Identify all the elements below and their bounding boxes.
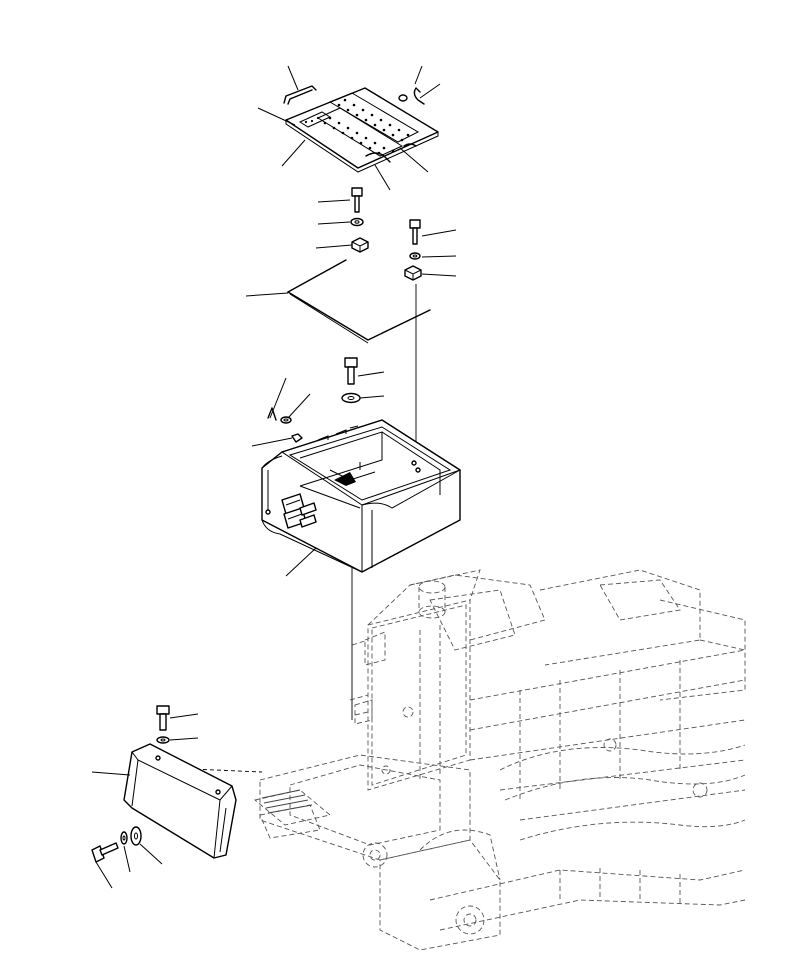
washer-center bbox=[341, 392, 361, 404]
machine-frame bbox=[254, 569, 746, 951]
top-plate bbox=[285, 87, 439, 173]
nut-left bbox=[291, 433, 303, 443]
bolt-side-cover bbox=[156, 705, 170, 731]
bolt-lower bbox=[91, 842, 119, 863]
washer-left bbox=[280, 416, 292, 424]
bolt-upper-left bbox=[351, 187, 363, 213]
washer-side-cover bbox=[156, 736, 170, 744]
nut-upper-left bbox=[351, 237, 369, 253]
washer-upper-right bbox=[409, 252, 421, 260]
handle bbox=[283, 85, 317, 105]
cable-clip bbox=[398, 87, 425, 105]
box-housing bbox=[261, 419, 462, 573]
clip-left bbox=[267, 407, 277, 421]
washer-lower-small bbox=[120, 831, 128, 845]
bolt-center bbox=[344, 357, 358, 385]
leader-lines bbox=[91, 65, 457, 889]
side-cover bbox=[123, 743, 237, 859]
bolt-upper-right bbox=[409, 219, 421, 245]
gasket-seal bbox=[287, 259, 431, 344]
washer-upper-left bbox=[350, 217, 364, 227]
nut-upper-right bbox=[404, 265, 422, 281]
washer-lower-large bbox=[130, 826, 142, 846]
